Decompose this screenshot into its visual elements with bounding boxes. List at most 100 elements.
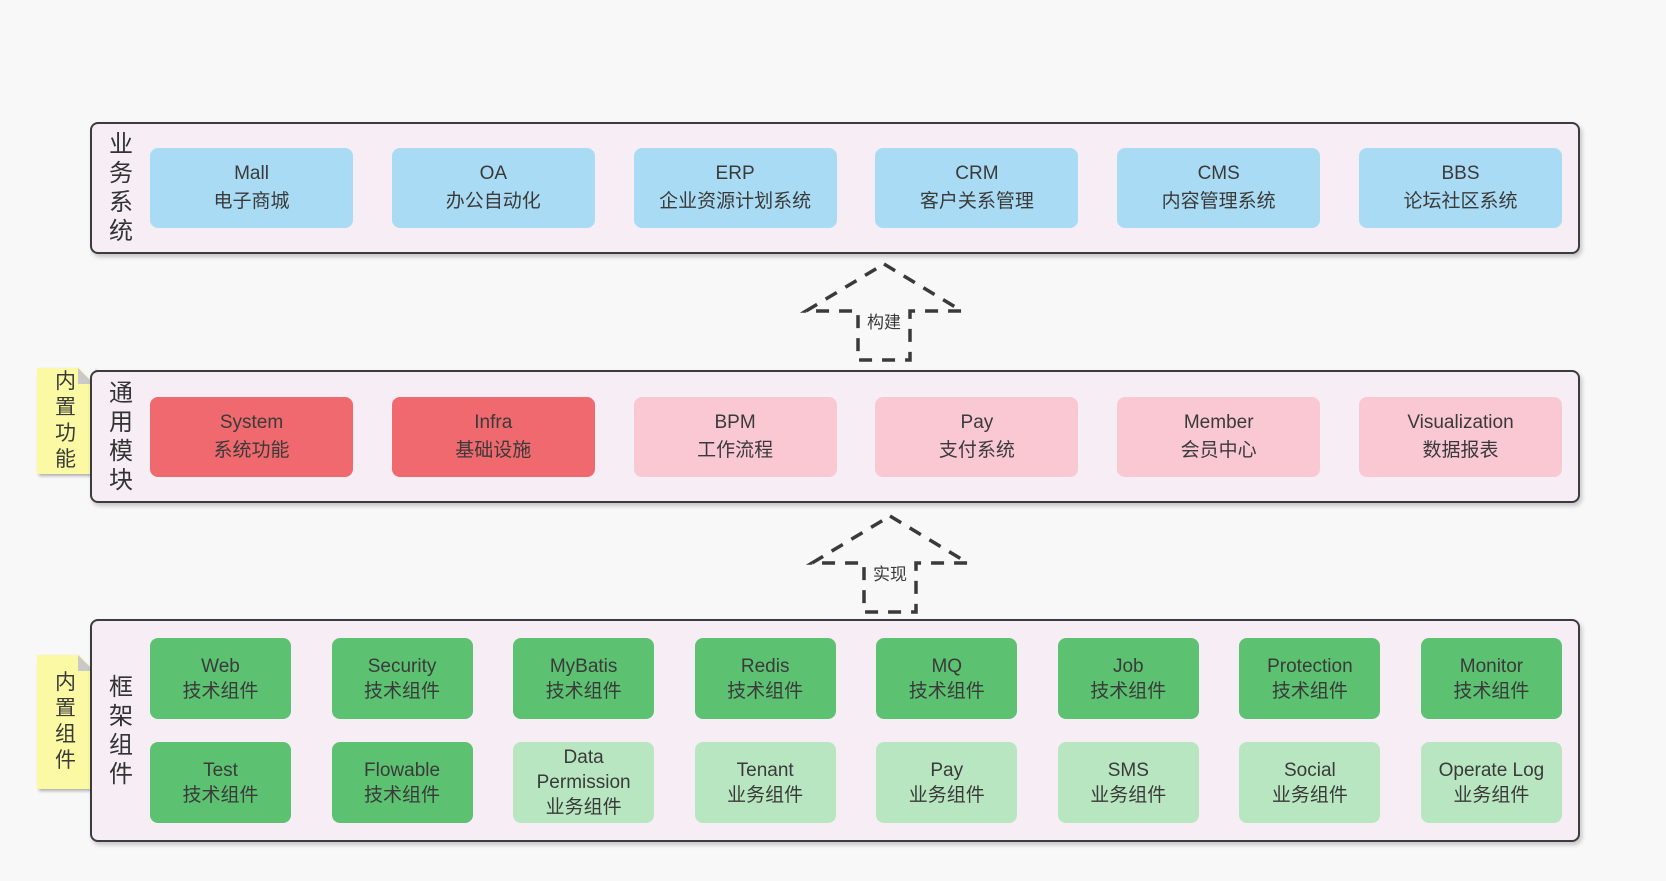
box-title: Web: [201, 655, 240, 677]
box-title: Security: [367, 655, 437, 677]
panel-business-systems: 业务系统 Mall 电子商城 OA 办公自动化 ERP 企业资源计划系统 CRM 客户关系管理…: [90, 122, 1580, 254]
box-social: Social 业务组件: [1239, 742, 1381, 823]
box-subtitle: 支付系统: [938, 439, 1015, 461]
box-security: Security 技术组件: [331, 638, 473, 719]
box-subtitle: 电子商城: [213, 191, 290, 212]
box-title: Flowable: [364, 759, 441, 781]
arrow-build-label: 构建: [863, 306, 905, 335]
box-title: MQ: [931, 655, 963, 677]
box-row: System 系统功能 Infra 基础设施 BPM 工作流程 Pay 支付系统 Member 会…: [150, 396, 1562, 477]
box-title: System: [219, 411, 284, 433]
box-title: BPM: [714, 411, 756, 433]
box-subtitle: 客户关系管理: [919, 191, 1034, 212]
box-pay: Pay 支付系统: [875, 396, 1079, 477]
box-title: Data Permission: [536, 747, 631, 793]
box-subtitle: 技术组件: [1453, 680, 1530, 702]
box-mq: MQ 技术组件: [876, 638, 1018, 719]
box-subtitle: 业务组件: [1453, 784, 1530, 806]
box-crm: CRM 客户关系管理: [875, 148, 1079, 228]
box-mybatis: MyBatis 技术组件: [513, 638, 655, 719]
box-subtitle: 技术组件: [1090, 680, 1167, 702]
box-subtitle: 技术组件: [908, 680, 985, 702]
sticky-note-builtin-features: 内置功能: [37, 367, 95, 474]
box-subtitle: 工作流程: [697, 439, 774, 461]
box-title: Operate Log: [1438, 759, 1545, 781]
box-flowable: Flowable 技术组件: [331, 742, 473, 823]
box-subtitle: 技术组件: [545, 680, 622, 702]
box-pay: Pay 业务组件: [876, 742, 1018, 823]
panel-boxes-business: Mall 电子商城 OA 办公自动化 ERP 企业资源计划系统 CRM 客户关系管理 CMS 内容…: [150, 148, 1578, 228]
box-title: BBS: [1441, 163, 1480, 184]
box-bbs: BBS 论坛社区系统: [1358, 148, 1562, 228]
box-member: Member 会员中心: [1117, 396, 1321, 477]
panel-framework-components: 框架组件 Web 技术组件 Security 技术组件 MyBatis 技术组件 Redis…: [90, 619, 1580, 842]
box-subtitle: 技术组件: [182, 680, 259, 702]
box-title: Protection: [1267, 655, 1353, 677]
box-bpm: BPM 工作流程: [633, 396, 837, 477]
box-title: MyBatis: [549, 655, 618, 677]
panel-boxes-modules: System 系统功能 Infra 基础设施 BPM 工作流程 Pay 支付系统 Member 会…: [150, 396, 1578, 477]
box-subtitle: 企业资源计划系统: [659, 191, 812, 212]
box-title: Redis: [740, 655, 790, 677]
box-title: OA: [479, 163, 508, 184]
box-subtitle: 会员中心: [1180, 439, 1257, 461]
box-subtitle: 基础设施: [455, 439, 532, 461]
arrow-implement-label: 实现: [869, 558, 911, 587]
box-title: Member: [1183, 411, 1254, 433]
box-title: Job: [1112, 655, 1144, 677]
box-subtitle: 技术组件: [182, 784, 259, 806]
panel-label-business-systems: 业务系统: [109, 131, 133, 245]
box-title: Infra: [474, 411, 513, 433]
panel-common-modules: 通用模块 System 系统功能 Infra 基础设施 BPM 工作流程 Pay 支付系统 Me…: [90, 370, 1580, 503]
box-title: Tenant: [736, 759, 794, 781]
box-title: Monitor: [1459, 655, 1524, 677]
box-visualization: Visualization 数据报表: [1358, 396, 1562, 477]
box-row: Test 技术组件 Flowable 技术组件 Data Permission 业务组件 T…: [150, 742, 1562, 823]
box-subtitle: 办公自动化: [445, 191, 541, 212]
box-title: Social: [1284, 759, 1336, 781]
dashed-up-arrow-icon: [800, 261, 968, 362]
box-subtitle: 系统功能: [213, 439, 290, 461]
box-cms: CMS 内容管理系统: [1117, 148, 1321, 228]
box-title: Mall: [234, 163, 269, 184]
panel-label-common-modules: 通用模块: [109, 379, 133, 494]
box-mall: Mall 电子商城: [150, 148, 353, 228]
box-subtitle: 内容管理系统: [1161, 191, 1276, 212]
box-title: Test: [203, 759, 238, 781]
box-erp: ERP 企业资源计划系统: [633, 148, 837, 228]
box-subtitle: 技术组件: [727, 680, 804, 702]
box-operate-log: Operate Log 业务组件: [1420, 742, 1562, 823]
box-subtitle: 技术组件: [364, 680, 441, 702]
box-web: Web 技术组件: [150, 638, 291, 719]
box-system: System 系统功能: [150, 396, 353, 477]
box-title: SMS: [1107, 759, 1149, 781]
box-title: CMS: [1197, 163, 1240, 184]
box-title: Pay: [960, 411, 994, 433]
box-title: Visualization: [1407, 411, 1514, 433]
box-subtitle: 论坛社区系统: [1403, 191, 1518, 212]
box-title: Pay: [930, 759, 964, 781]
box-sms: SMS 业务组件: [1057, 742, 1199, 823]
box-subtitle: 业务组件: [908, 784, 985, 806]
box-subtitle: 技术组件: [364, 784, 441, 806]
box-title: ERP: [715, 163, 755, 184]
sticky-note-text: 内置功能: [55, 370, 76, 471]
arrow-up-implement: 实现: [806, 512, 974, 616]
box-title: CRM: [955, 163, 999, 184]
box-test: Test 技术组件: [150, 742, 291, 823]
box-oa: OA 办公自动化: [391, 148, 595, 228]
box-subtitle: 业务组件: [1090, 784, 1167, 806]
sticky-note-text: 内置组件: [55, 671, 76, 772]
panel-label-framework-components: 框架组件: [109, 673, 133, 788]
box-data-permission: Data Permission 业务组件: [513, 742, 655, 823]
box-monitor: Monitor 技术组件: [1420, 638, 1562, 719]
box-subtitle: 数据报表: [1422, 439, 1499, 461]
box-subtitle: 业务组件: [1271, 784, 1348, 806]
box-row: Mall 电子商城 OA 办公自动化 ERP 企业资源计划系统 CRM 客户关系管理 CMS 内容…: [150, 148, 1562, 228]
box-subtitle: 业务组件: [545, 797, 622, 818]
